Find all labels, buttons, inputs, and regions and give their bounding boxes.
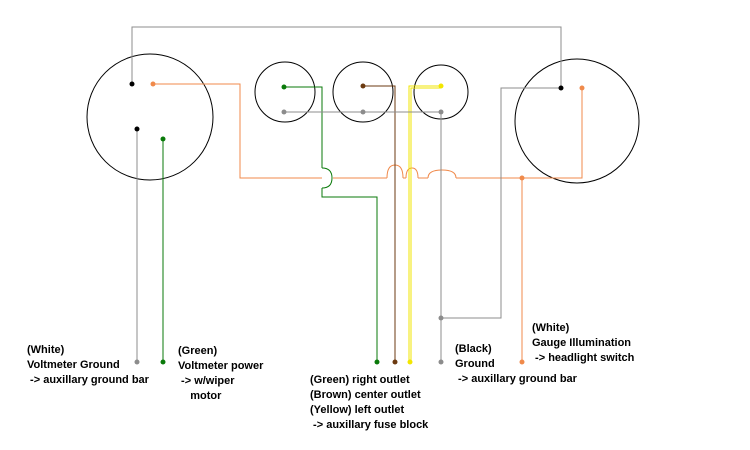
ground-junction: [438, 315, 444, 321]
ground-link-wire: [441, 87, 561, 319]
illumination-hop-2: [405, 167, 419, 179]
right-outlet-ground-terminal: [281, 109, 287, 115]
ground-color: (Black): [455, 343, 492, 355]
voltmeter-power-color: (Green): [178, 345, 218, 357]
outlets-label: (Green) right outlet (Brown) center outle…: [310, 373, 428, 433]
illumination-hop-3: [427, 169, 457, 179]
voltmeter-ground-label: (White) Voltmeter Ground -> auxillary gro…: [27, 343, 149, 388]
voltmeter-terminal-1: [129, 81, 135, 87]
voltmeter-ground-color: (White): [27, 344, 65, 356]
large-gauge-terminal-2: [579, 85, 585, 91]
right-outlet-wire-bottom: [321, 188, 378, 362]
illumination-dest: -> headlight switch: [532, 352, 635, 364]
voltmeter-ground-title: Voltmeter Ground: [27, 359, 120, 371]
illumination-title: Gauge Illumination: [532, 337, 632, 349]
illumination-label: (White) Gauge Illumination -> headlight s…: [532, 321, 634, 366]
outlets-right: (Green) right outlet: [310, 374, 410, 386]
voltmeter-power-dest-2: motor: [178, 390, 222, 402]
ground-end: [438, 359, 444, 365]
right-outlet-wire-top: [284, 86, 323, 168]
center-outlet-wire: [363, 85, 396, 362]
center-outlet-terminal: [360, 83, 366, 89]
illumination-end: [519, 359, 525, 365]
illumination-junction: [519, 175, 525, 181]
ground-dest: -> auxillary ground bar: [455, 373, 577, 385]
voltmeter-ground-dest: -> auxillary ground bar: [27, 374, 149, 386]
center-outlet-gauge: [332, 61, 394, 123]
top-jumper-wire: [131, 26, 562, 88]
voltmeter-terminal-3: [134, 126, 140, 132]
illumination-wire-right: [456, 88, 583, 179]
outlets-dest: -> auxillary fuse block: [310, 419, 429, 431]
large-gauge: [514, 58, 640, 184]
voltmeter-power-end: [160, 359, 166, 365]
voltmeter-terminal-2: [150, 81, 156, 87]
voltmeter-power-label: (Green) Voltmeter power -> w/wiper motor: [178, 344, 263, 404]
illumination-wire-left: [153, 83, 322, 179]
illumination-color: (White): [532, 322, 570, 334]
right-outlet-end: [374, 359, 380, 365]
left-outlet-ground-terminal: [438, 109, 444, 115]
voltmeter-power-title: Voltmeter power: [178, 360, 264, 372]
center-outlet-end: [392, 359, 398, 365]
ground-title: Ground: [455, 358, 495, 370]
right-outlet-terminal: [281, 84, 287, 90]
outlets-center: (Brown) center outlet: [310, 389, 421, 401]
center-outlet-ground-terminal: [360, 109, 366, 115]
large-gauge-terminal-1: [558, 85, 564, 91]
right-outlet-hop: [321, 167, 333, 189]
voltmeter-terminal-4: [160, 136, 166, 142]
voltmeter-ground-end: [134, 359, 140, 365]
left-outlet-wire-a: [408, 85, 441, 362]
voltmeter-power-dest: -> w/wiper: [178, 375, 235, 387]
outlets-left: (Yellow) left outlet: [310, 404, 405, 416]
left-outlet-end: [407, 359, 413, 365]
ground-label: (Black) Ground -> auxillary ground bar: [455, 342, 577, 387]
left-outlet-wire-b: [410, 87, 441, 362]
left-outlet-terminal: [438, 83, 444, 89]
voltmeter-gauge: [86, 53, 214, 181]
right-outlet-gauge: [254, 61, 316, 123]
